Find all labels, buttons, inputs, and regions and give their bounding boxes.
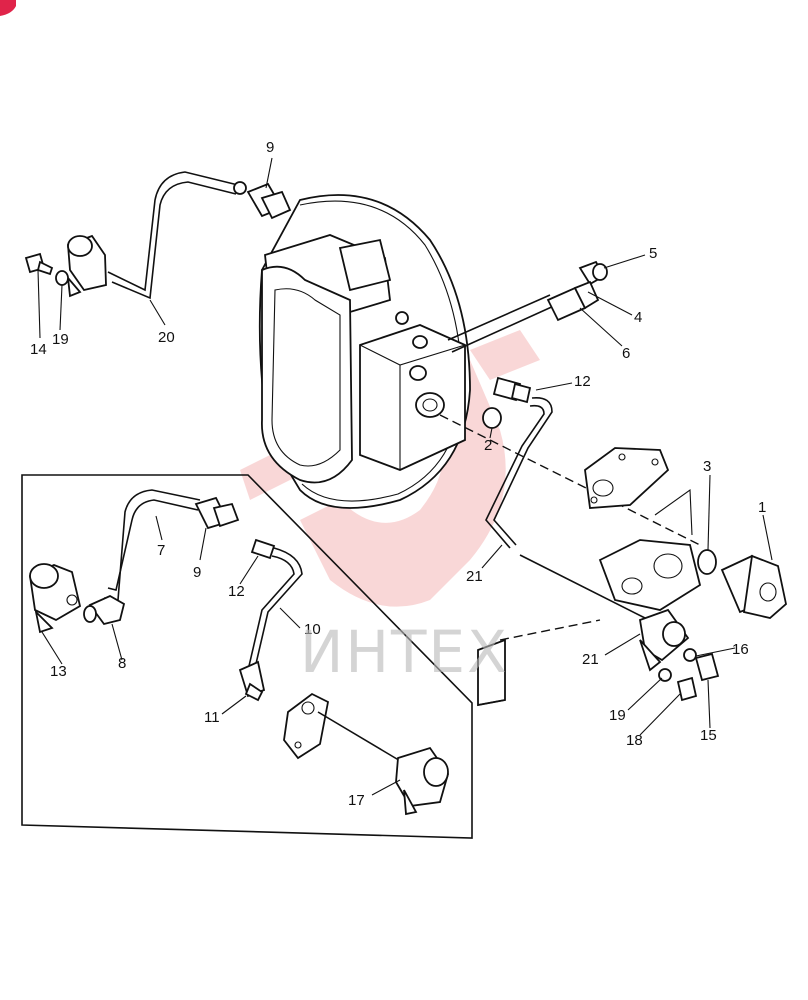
screw-18 [676, 676, 698, 702]
callout-12-upper: 12 [574, 373, 591, 390]
watermark-text: ИНТЕХ [300, 618, 509, 686]
callout-15: 15 [700, 727, 717, 744]
callout-21-upper: 21 [466, 568, 483, 585]
callout-4: 4 [634, 309, 642, 326]
washer-19-upper [55, 270, 69, 286]
callout-9-upper: 9 [266, 139, 274, 156]
callout-20: 20 [158, 329, 175, 346]
callout-1: 1 [758, 499, 766, 516]
callout-17: 17 [348, 792, 365, 809]
inset-sensor-13 [29, 563, 82, 634]
fitting-12-upper [492, 376, 532, 404]
callout-18: 18 [626, 732, 643, 749]
corner-marker [0, 0, 16, 16]
plug-15 [694, 652, 720, 682]
callout-12-inset: 12 [228, 583, 245, 600]
callout-7: 7 [157, 542, 165, 559]
support-bracket [598, 488, 702, 611]
leader-lines [37, 157, 773, 796]
o-ring-16 [683, 648, 697, 662]
inset-tube-7 [103, 489, 201, 601]
center-line [439, 414, 701, 546]
washer-2 [482, 407, 502, 429]
inset-fitting-9 [194, 496, 240, 530]
callout-9-inset: 9 [193, 564, 201, 581]
callout-2: 2 [484, 437, 492, 454]
plug-1 [720, 554, 787, 619]
mounting-plate [584, 447, 670, 509]
o-ring-3 [697, 549, 717, 575]
callout-16: 16 [732, 641, 749, 658]
callout-19-upper: 19 [52, 331, 69, 348]
inset-panel-border [21, 474, 473, 839]
fitting-union-4 [546, 280, 600, 322]
screw-14 [24, 252, 54, 276]
inset-plate [283, 692, 330, 760]
callout-21-lower: 21 [582, 651, 599, 668]
inset-rod [317, 711, 403, 763]
inset-fitting-11 [238, 660, 266, 702]
inset-fitting-12 [250, 538, 276, 560]
sensor-21-lower [638, 608, 690, 672]
callout-5: 5 [649, 245, 657, 262]
callout-8: 8 [118, 655, 126, 672]
callout-13: 13 [50, 663, 67, 680]
callout-3: 3 [703, 458, 711, 475]
callout-19-lower: 19 [609, 707, 626, 724]
inset-tube-10 [248, 547, 303, 669]
fitting-9-upper [233, 181, 292, 220]
lower-block [477, 619, 601, 707]
tube-21-upper [485, 396, 553, 549]
long-rod-lower [519, 554, 646, 619]
pipe-upper-right [447, 294, 551, 341]
callout-labels: 9 5 4 6 14 19 20 12 2 3 1 7 9 12 21 13 8… [30, 139, 766, 809]
flywheel-housing [258, 194, 471, 509]
callout-11: 11 [204, 709, 220, 726]
fitting-elbow-5 [578, 260, 608, 286]
inset-sensor-17 [395, 746, 449, 816]
callout-6: 6 [622, 345, 630, 362]
connector-upper-left [66, 234, 107, 298]
tube-20 [107, 171, 239, 300]
inset-elbow-8 [83, 594, 126, 626]
callout-10: 10 [304, 621, 321, 638]
callout-14: 14 [30, 341, 47, 358]
